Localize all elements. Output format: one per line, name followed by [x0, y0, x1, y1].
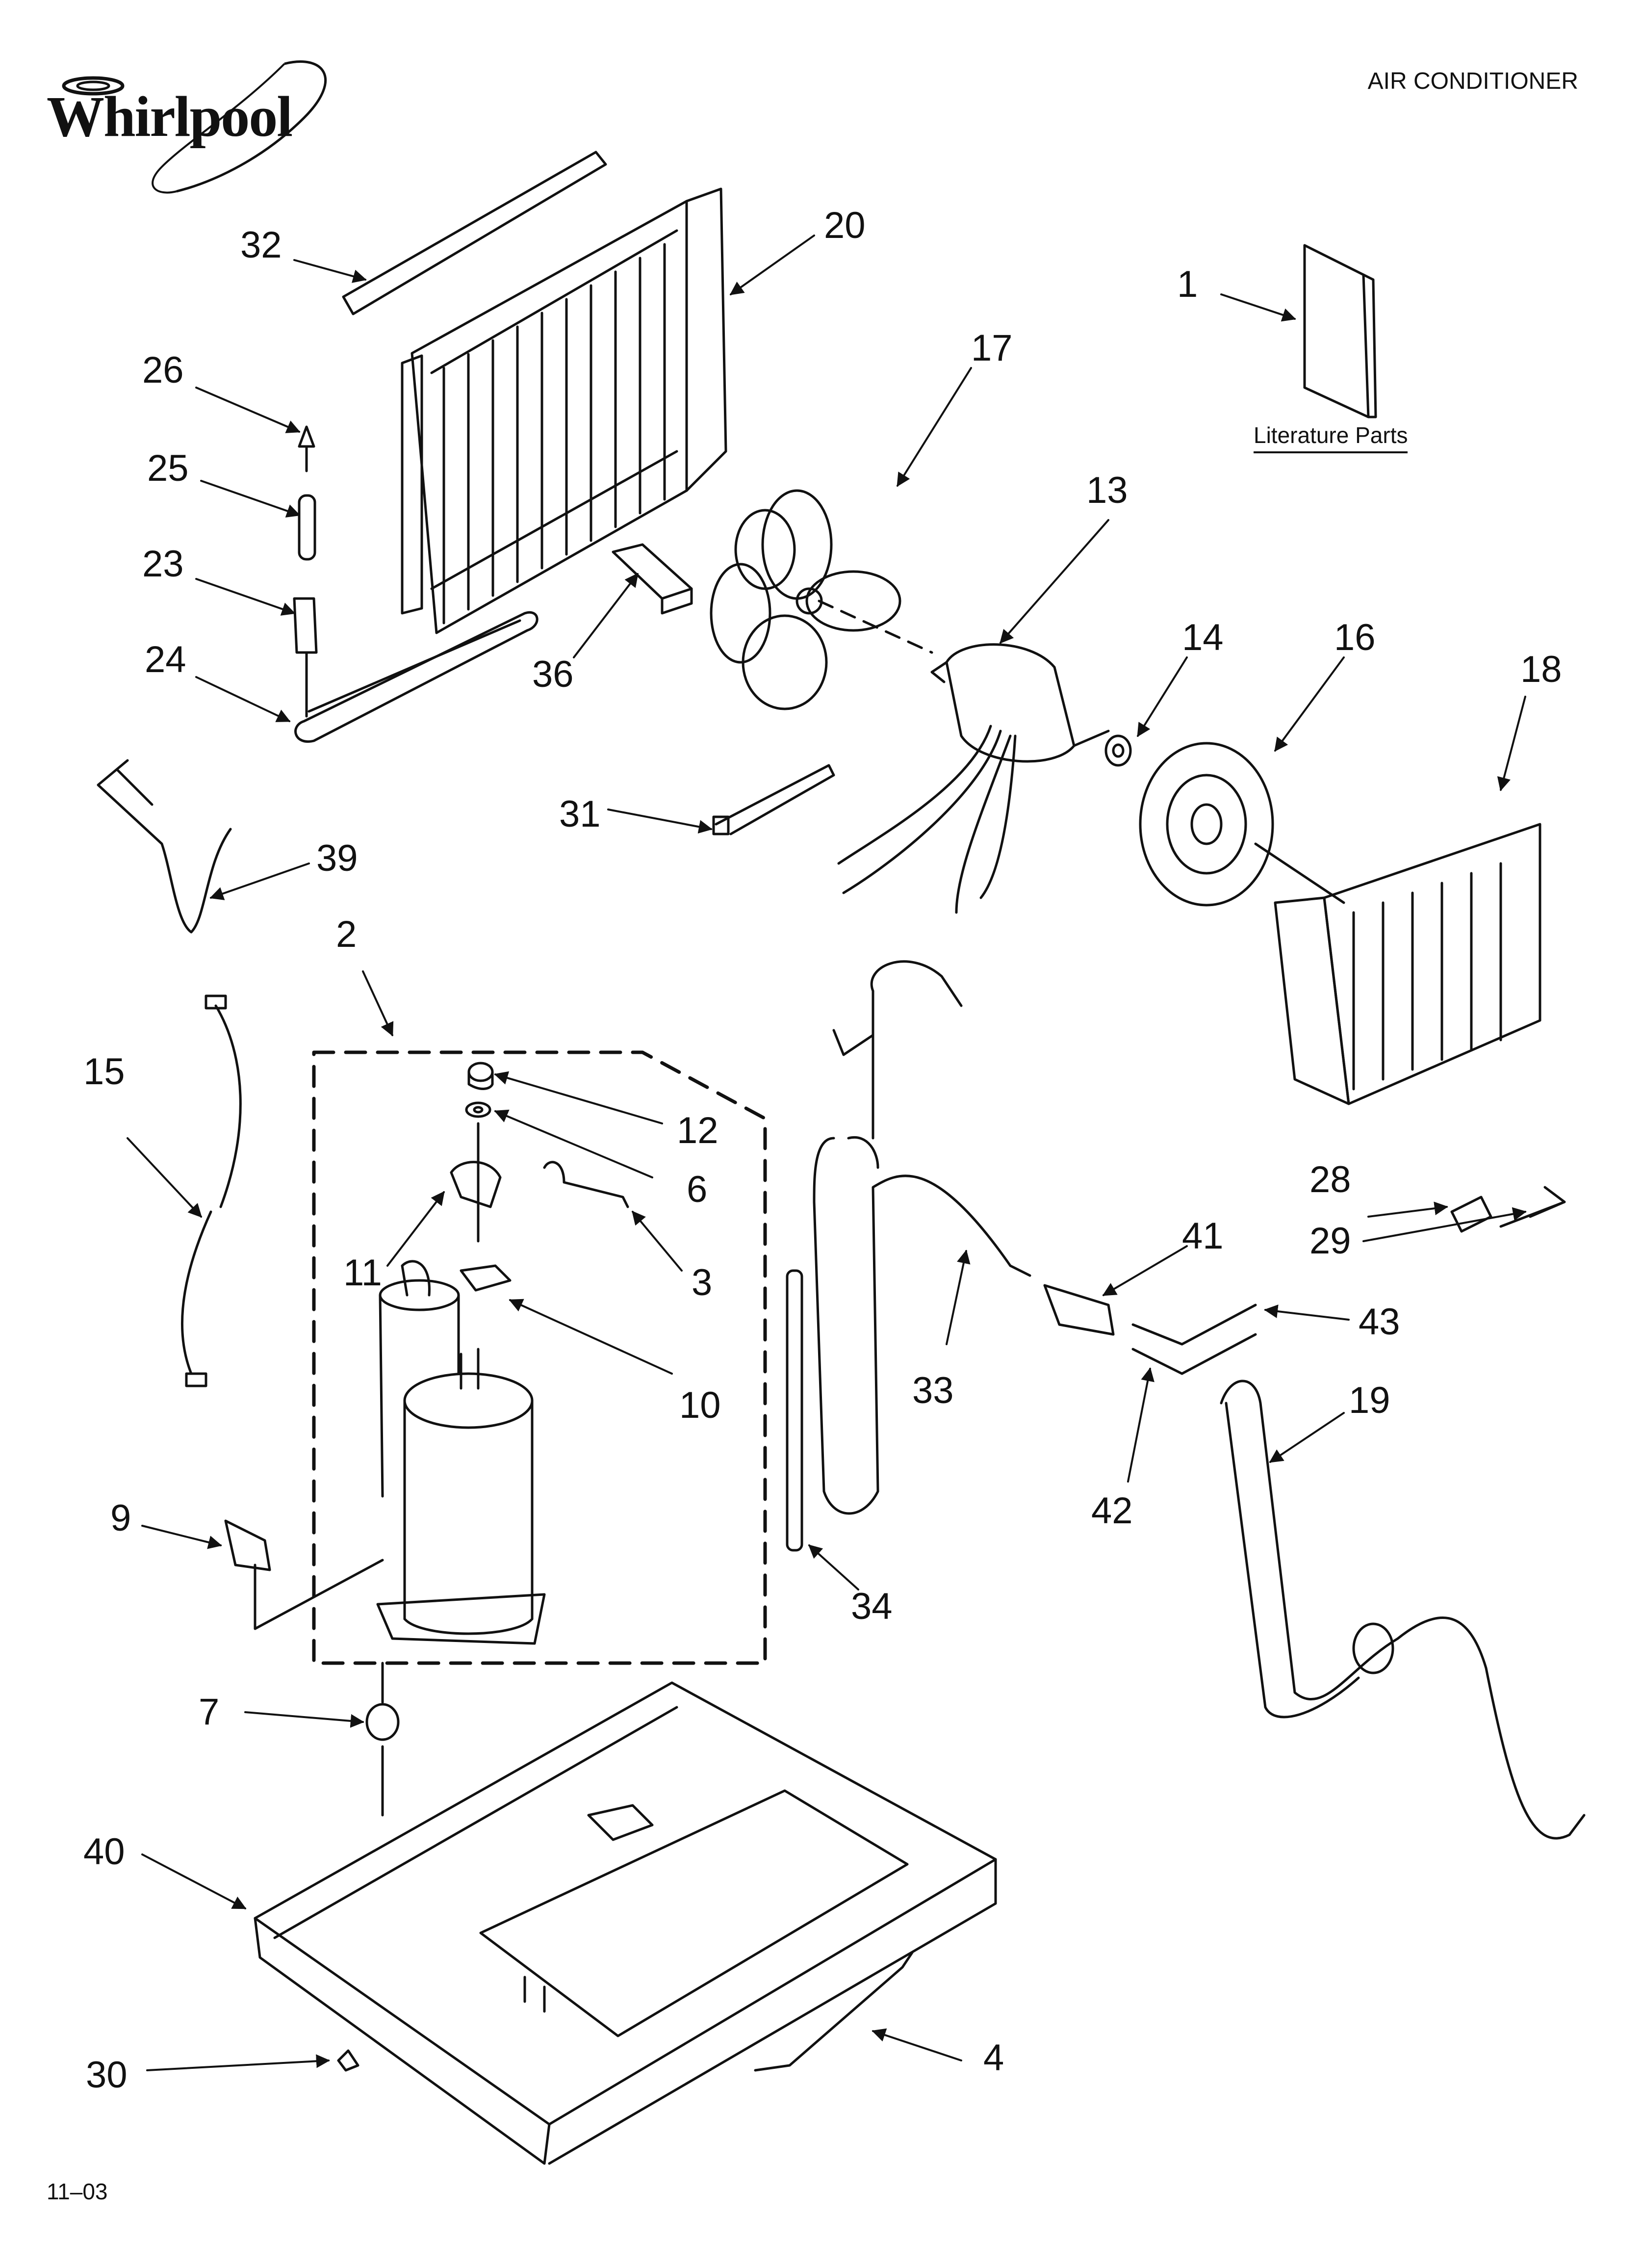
hanger-bracket — [97, 759, 232, 934]
callout-9: 9 — [110, 1497, 131, 1539]
callout-2: 2 — [336, 913, 357, 955]
callout-40: 40 — [83, 1831, 125, 1873]
callout-15: 15 — [83, 1051, 125, 1093]
callout-1: 1 — [1177, 263, 1198, 305]
callout-19: 19 — [1349, 1380, 1390, 1421]
evaporator-coil — [1274, 823, 1541, 1105]
callout-31: 31 — [559, 793, 601, 835]
base-pan — [254, 1681, 997, 2165]
callout-12: 12 — [677, 1110, 718, 1151]
suction-tube — [813, 960, 1031, 1515]
callout-20: 20 — [824, 205, 866, 246]
callout-labels: 1 32 20 26 25 23 24 36 17 13 14 16 18 31… — [83, 205, 1562, 2096]
wire-harness — [180, 994, 242, 1387]
callout-3: 3 — [692, 1262, 712, 1303]
footer-code: 11–03 — [47, 2179, 108, 2204]
whirlpool-logo — [29, 49, 343, 206]
tie-strap — [712, 764, 835, 835]
condenser-coil — [401, 187, 727, 634]
callout-26: 26 — [142, 349, 184, 391]
bracket — [754, 1951, 914, 2072]
callout-28: 28 — [1309, 1159, 1351, 1200]
callout-14: 14 — [1182, 617, 1224, 658]
fan-blade — [710, 489, 933, 710]
page-title: AIR CONDITIONER — [1367, 68, 1578, 94]
capillary-assembly — [293, 425, 318, 718]
retainer-nut — [1104, 734, 1132, 767]
compressor-small-parts — [450, 1062, 629, 1292]
callout-17: 17 — [971, 327, 1013, 369]
callout-34: 34 — [851, 1586, 893, 1627]
compressor-body — [376, 1260, 546, 1645]
heater-tube — [294, 611, 539, 743]
callout-23: 23 — [142, 543, 184, 585]
drain-tube — [786, 1269, 803, 1552]
compressor-dashed-outline — [312, 1050, 767, 1665]
callout-39: 39 — [316, 837, 358, 879]
literature-caption: Literature Parts — [1254, 422, 1408, 453]
callout-4: 4 — [983, 2037, 1004, 2079]
leader-lines — [127, 235, 1527, 2071]
callout-18: 18 — [1520, 649, 1562, 690]
callout-11: 11 — [343, 1252, 382, 1294]
callout-25: 25 — [147, 447, 189, 489]
callout-30: 30 — [86, 2054, 128, 2096]
gasket-strip — [342, 151, 607, 315]
callout-16: 16 — [1334, 617, 1376, 658]
insulation-block — [612, 543, 693, 615]
fan-motor — [837, 643, 1110, 914]
callout-7: 7 — [199, 1691, 219, 1733]
blower-wheel — [1139, 742, 1345, 907]
spring-clips — [1450, 1186, 1566, 1233]
callout-33: 33 — [912, 1370, 954, 1411]
callout-29: 29 — [1309, 1220, 1351, 1262]
literature-book — [1303, 244, 1377, 418]
callout-24: 24 — [145, 639, 186, 680]
grommet — [365, 1662, 400, 1817]
brand-name: Whirlpool — [47, 84, 293, 149]
callout-6: 6 — [687, 1169, 707, 1210]
callout-10: 10 — [679, 1384, 721, 1426]
screw-clip — [337, 2049, 359, 2072]
callout-36: 36 — [532, 653, 574, 695]
callout-41: 41 — [1182, 1215, 1224, 1257]
terminal-clip — [224, 1519, 384, 1630]
connector — [1043, 1284, 1115, 1336]
callout-13: 13 — [1086, 469, 1128, 511]
callout-43: 43 — [1359, 1301, 1400, 1343]
callout-42: 42 — [1091, 1490, 1133, 1532]
tube-pair — [1131, 1303, 1257, 1375]
heater-tube-long — [1220, 1380, 1586, 1840]
callout-32: 32 — [240, 224, 282, 266]
logo-swirl-icon — [62, 60, 327, 194]
